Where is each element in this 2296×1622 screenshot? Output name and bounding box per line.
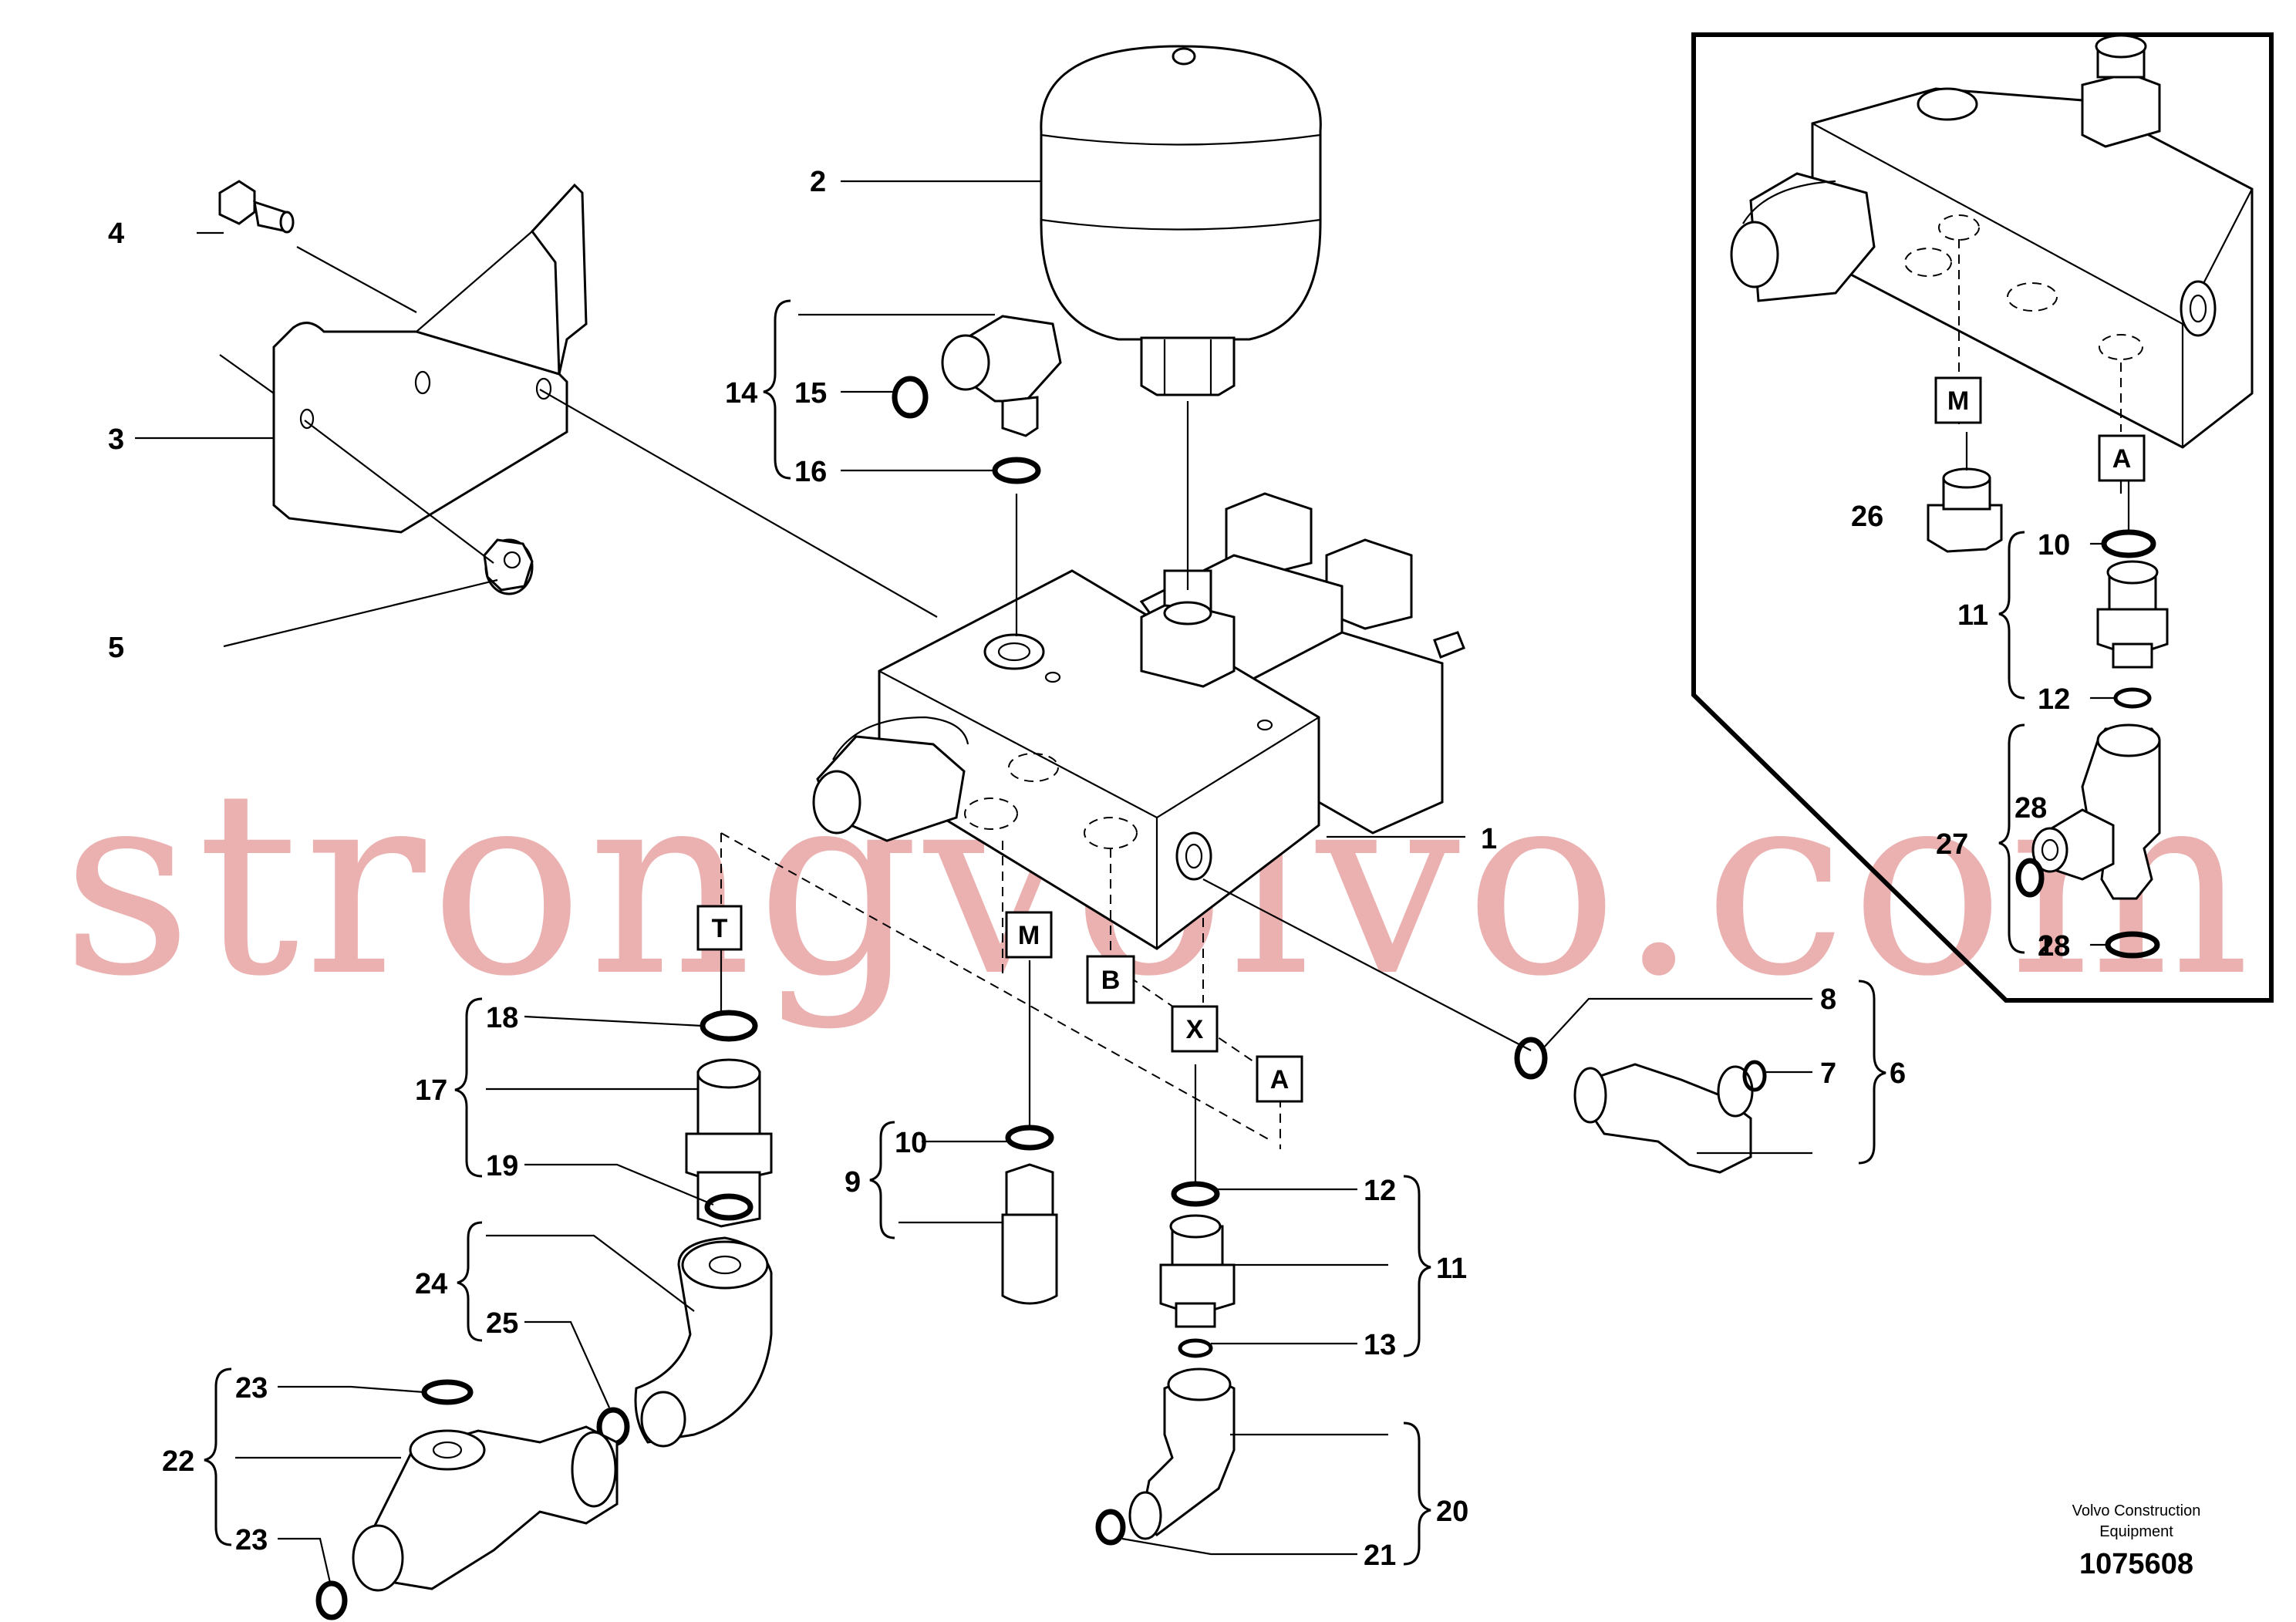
callout-8: 8 (1820, 983, 1836, 1016)
caption-line1: Volvo Construction (2072, 1502, 2201, 1519)
o-ring (892, 376, 929, 419)
callout-22: 22 (162, 1445, 194, 1478)
caption: Volvo Construction Equipment 1075608 (2072, 1502, 2201, 1580)
valve-block (812, 492, 1465, 950)
mounting-bracket (272, 183, 588, 534)
adapter-fitting (685, 1010, 773, 1228)
callout-24: 24 (415, 1268, 447, 1300)
port-label-B: B (1086, 955, 1135, 1004)
o-ring (1742, 1060, 1767, 1092)
o-ring (1095, 1509, 1126, 1546)
bolt (218, 180, 295, 234)
callout-17: 17 (415, 1074, 447, 1107)
port-label-A: A (1256, 1055, 1303, 1103)
callout-13: 13 (1364, 1329, 1396, 1361)
inset-callout-28b: 28 (2038, 930, 2070, 963)
o-ring (2105, 931, 2160, 959)
port-label-T: T (696, 905, 743, 951)
elbow-fitting (634, 1236, 773, 1448)
guide-line (720, 832, 1273, 1142)
inset-port-label-M: M (1934, 376, 1982, 424)
port-label-M: M (1005, 911, 1053, 959)
callout-20: 20 (1436, 1496, 1468, 1528)
inset-callout-28a: 28 (2014, 792, 2047, 824)
svg-text:B: B (1101, 966, 1121, 995)
svg-text:M: M (1018, 921, 1040, 950)
callout-21: 21 (1364, 1539, 1396, 1572)
elbow-fitting (1128, 1367, 1236, 1540)
callout-15: 15 (794, 377, 827, 410)
inset-adapter (2096, 529, 2169, 709)
svg-text:A: A (2112, 444, 2132, 474)
leader-lines (135, 180, 2130, 1583)
callout-10: 10 (895, 1127, 927, 1159)
svg-text:A: A (1270, 1065, 1290, 1094)
callout-4: 4 (108, 218, 124, 250)
o-ring (992, 457, 1041, 484)
plug (1001, 1125, 1058, 1305)
document-number: 1075608 (2079, 1548, 2193, 1580)
callout-6: 6 (1890, 1057, 1906, 1090)
inset-callout-12: 12 (2038, 683, 2070, 716)
inset-valve-block (1730, 34, 2254, 449)
port-label-X: X (1171, 1005, 1219, 1053)
adapter-fitting (1159, 1181, 1236, 1358)
tee-fitting (352, 1425, 619, 1592)
callout-7: 7 (1820, 1057, 1836, 1090)
callout-11: 11 (1436, 1253, 1467, 1285)
inset-callout-26: 26 (1851, 501, 1883, 533)
o-ring (2015, 858, 2045, 898)
inset-callout-10: 10 (2038, 529, 2070, 561)
callout-1: 1 (1481, 823, 1497, 855)
group-braces (204, 299, 2025, 1566)
svg-text:X: X (1186, 1015, 1204, 1044)
inset-plug (1927, 467, 2003, 553)
callout-2: 2 (810, 166, 826, 198)
callout-16: 16 (794, 456, 827, 488)
callout-18: 18 (486, 1002, 518, 1034)
callout-23b: 23 (235, 1524, 268, 1556)
caption-line2: Equipment (2099, 1523, 2173, 1540)
inset-callout-27: 27 (1936, 828, 1968, 861)
o-ring (421, 1379, 474, 1405)
inset-port-label-A: A (2098, 434, 2146, 482)
flange-nut (483, 538, 534, 595)
callout-12: 12 (1364, 1175, 1396, 1207)
callout-23a: 23 (235, 1372, 268, 1404)
svg-text:M: M (1947, 386, 1969, 416)
callout-9: 9 (845, 1166, 861, 1199)
inset-tee (2031, 723, 2161, 900)
callout-14: 14 (725, 377, 757, 410)
callout-25: 25 (486, 1307, 518, 1340)
o-ring (1514, 1037, 1548, 1080)
inset-callout-11: 11 (1957, 599, 1988, 632)
callout-numbers: 1 2 3 4 5 6 7 8 9 10 11 12 13 14 15 16 1… (108, 166, 2070, 1572)
inset-callout-13: 13 (2038, 930, 2070, 963)
callout-3: 3 (108, 423, 124, 456)
o-ring (315, 1580, 348, 1620)
callout-19: 19 (486, 1150, 518, 1182)
inset-frame (1691, 32, 2274, 1003)
svg-text:T: T (712, 914, 728, 943)
elbow-fitting (941, 315, 1062, 437)
callout-5: 5 (108, 632, 124, 664)
elbow-fitting (1573, 1063, 1754, 1174)
accumulator (1040, 45, 1322, 396)
